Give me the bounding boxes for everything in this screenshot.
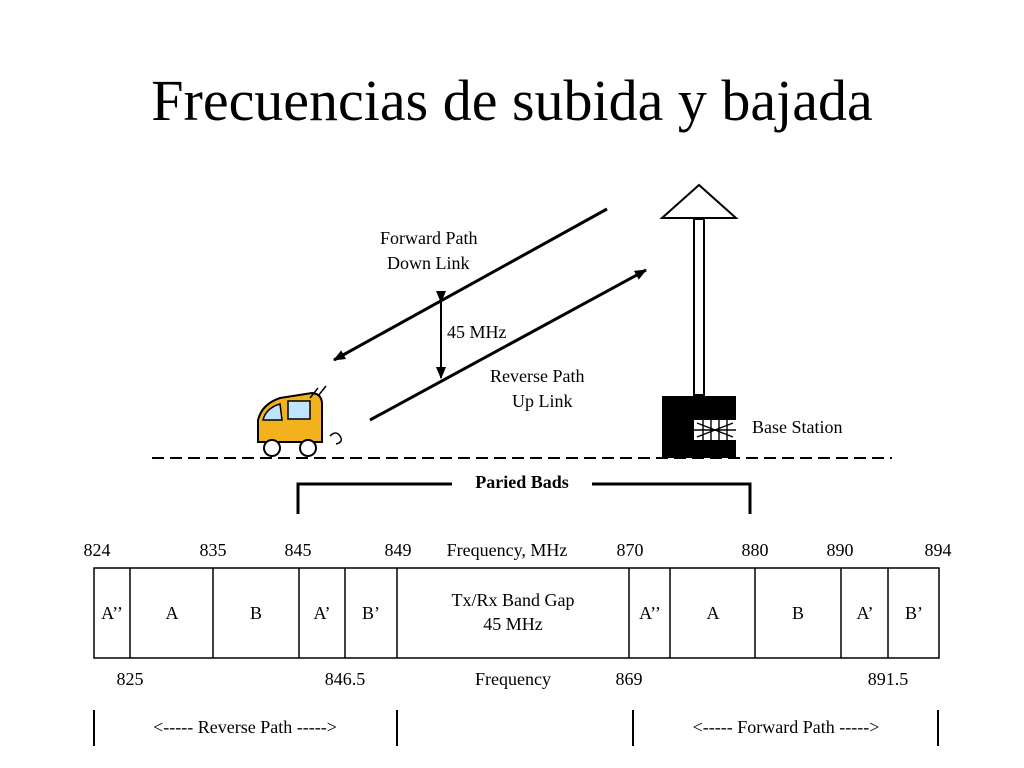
forward-path-range-label: <----- Forward Path ----->	[693, 717, 880, 737]
antenna-tower-icon	[659, 183, 739, 396]
tick-869: 869	[616, 669, 643, 689]
tick-891-5: 891.5	[868, 669, 909, 689]
tick-825: 825	[117, 669, 144, 689]
band-gap-line1: Tx/Rx Band Gap	[452, 590, 575, 610]
band-cell: A	[707, 603, 720, 623]
tick-835: 835	[200, 540, 227, 560]
bottom-ticks: 825 846.5 869 891.5	[117, 669, 909, 689]
band-gap-line2: 45 MHz	[483, 614, 543, 634]
forward-path-arrow	[333, 207, 608, 362]
reverse-path-range-label: <----- Reverse Path ----->	[153, 717, 337, 737]
forward-path-label: Forward Path	[380, 228, 478, 248]
top-ticks: 824 835 845 849 870 880 890 894	[84, 540, 952, 560]
reverse-path-arrow	[369, 268, 647, 422]
band-cell: A’	[314, 603, 331, 623]
reverse-path-label: Reverse Path	[490, 366, 584, 386]
separation-label: 45 MHz	[447, 322, 507, 342]
tick-880: 880	[742, 540, 769, 560]
tick-849: 849	[385, 540, 412, 560]
tick-870: 870	[617, 540, 644, 560]
down-link-label: Down Link	[387, 253, 470, 273]
band-cell: A’’	[101, 603, 123, 623]
band-cell: B	[250, 603, 262, 623]
band-cell: A’	[857, 603, 874, 623]
frequency-mhz-label: Frequency, MHz	[447, 540, 568, 560]
reverse-path-range: <----- Reverse Path ----->	[93, 710, 398, 746]
band-cell: B	[792, 603, 804, 623]
tick-894: 894	[925, 540, 952, 560]
tick-890: 890	[827, 540, 854, 560]
band-cell: A’’	[639, 603, 661, 623]
frequency-label: Frequency	[475, 669, 551, 689]
paired-bands-bracket-left	[296, 482, 452, 514]
slide-title: Frecuencias de subida y bajada	[151, 68, 873, 133]
tick-824: 824	[84, 540, 111, 560]
tick-846-5: 846.5	[325, 669, 366, 689]
band-cell: A	[166, 603, 179, 623]
up-link-label: Up Link	[512, 391, 573, 411]
band-cell: B’	[362, 603, 380, 623]
tick-845: 845	[285, 540, 312, 560]
band-table: A’’ A B A’ B’ Tx/Rx Band Gap 45 MHz A’’ …	[93, 567, 940, 659]
base-station-label: Base Station	[752, 417, 843, 437]
vehicle-icon	[257, 385, 343, 457]
forward-path-range: <----- Forward Path ----->	[632, 710, 939, 746]
paired-bands-bracket-right	[592, 482, 752, 514]
paired-bands-label: Paried Bads	[475, 472, 569, 492]
base-station-icon	[662, 396, 736, 458]
band-cell: B’	[905, 603, 923, 623]
